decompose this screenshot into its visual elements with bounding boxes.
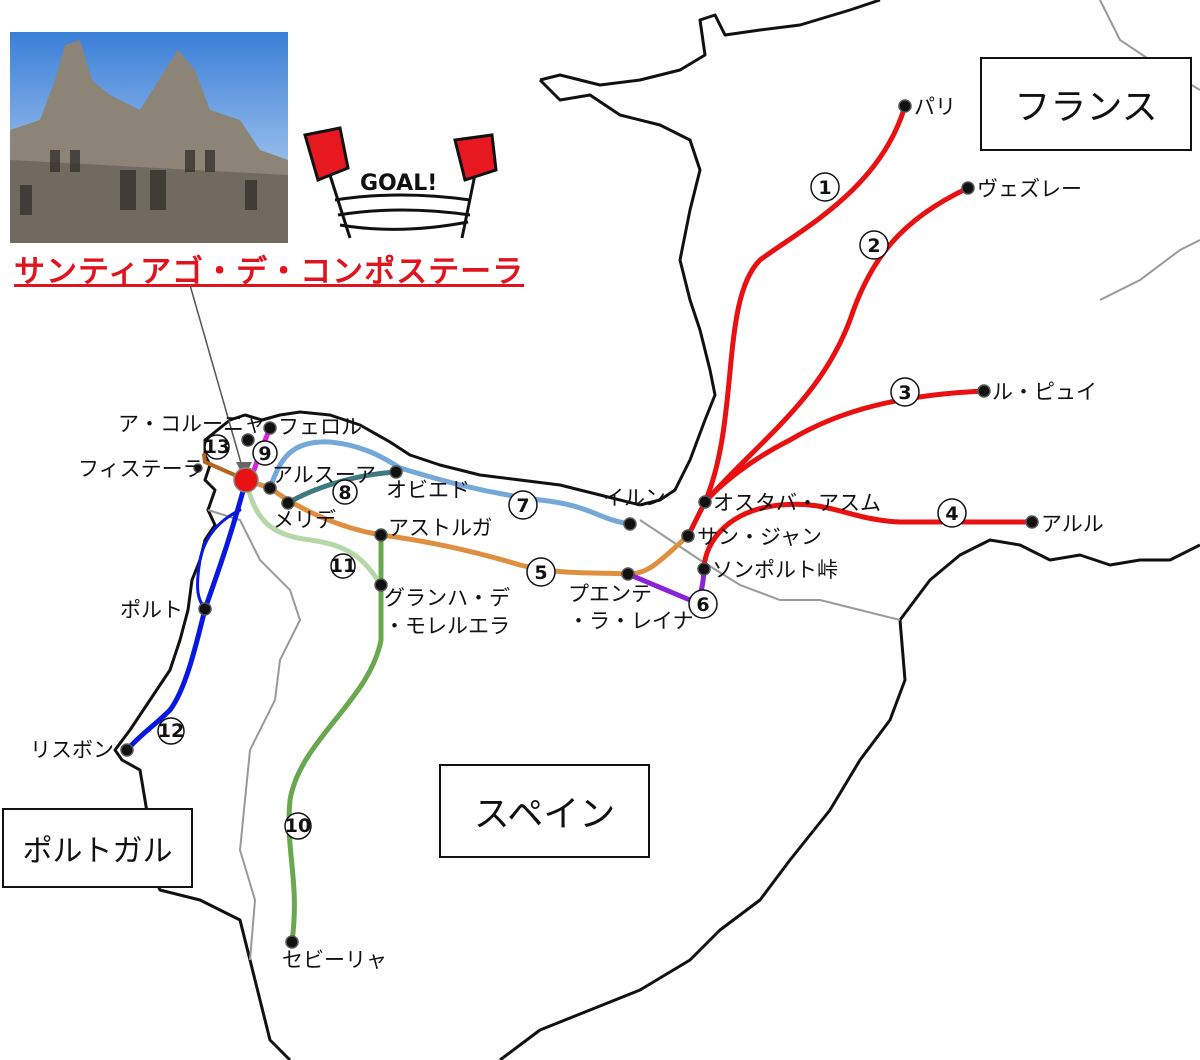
point-stjean[interactable]: [681, 529, 695, 543]
label-somport: ソンポルト峠: [712, 558, 838, 582]
point-santiago[interactable]: [233, 467, 259, 493]
label-ferrol: フェロル: [278, 415, 362, 439]
route-11[interactable]: [243, 477, 384, 588]
places: [120, 99, 1039, 949]
point-somport[interactable]: [697, 562, 711, 576]
point-ferrol[interactable]: [263, 421, 277, 435]
svg-text:11: 11: [330, 555, 356, 577]
label-oviedo: オビエド: [386, 478, 470, 502]
point-puente[interactable]: [621, 567, 635, 581]
svg-text:12: 12: [158, 720, 184, 742]
country-box-france: フランス: [980, 57, 1192, 151]
svg-text:8: 8: [338, 482, 351, 504]
route-number-13: 13: [204, 434, 230, 460]
label-paris: パリ: [914, 95, 956, 119]
label-puente-2: ・ラ・レイナ: [568, 609, 694, 633]
svg-text:7: 7: [516, 495, 529, 517]
route-number-12: 12: [157, 717, 185, 745]
point-irun[interactable]: [623, 517, 637, 531]
svg-text:2: 2: [867, 235, 880, 257]
point-melide[interactable]: [281, 496, 295, 510]
label-ostabat: オスタバ・アスム: [713, 491, 881, 515]
svg-text:3: 3: [898, 382, 911, 404]
point-lisbon[interactable]: [120, 743, 134, 757]
label-arles: アルル: [1041, 512, 1104, 536]
place-labels: パリ ヴェズレー ル・ピュイ アルル オスタバ・アスム サン・ジャン ソンポルト…: [30, 95, 1104, 972]
svg-text:1: 1: [818, 177, 831, 199]
label-lepuy: ル・ピュイ: [992, 380, 1097, 404]
label-irun: イルン: [603, 486, 666, 510]
pointer-line: [189, 284, 244, 471]
label-lisbon: リスボン: [30, 738, 114, 762]
route-3[interactable]: [702, 388, 987, 505]
svg-text:5: 5: [534, 562, 547, 584]
goal-text: GOAL!: [360, 171, 437, 196]
point-ostabat[interactable]: [698, 495, 712, 509]
svg-text:9: 9: [258, 443, 271, 465]
point-porto[interactable]: [198, 602, 212, 616]
point-acoruna[interactable]: [241, 433, 255, 447]
routes: [124, 103, 1035, 945]
route-13[interactable]: [202, 453, 248, 482]
label-porto: ポルト: [120, 598, 183, 622]
label-acoruna: ア・コルーニャ: [118, 412, 265, 436]
svg-text:4: 4: [945, 503, 958, 525]
route-number-3: 3: [890, 377, 920, 407]
route-numbers: 1 2 3 4 5 6 7 8 9 10 11 12 13: [157, 172, 967, 840]
label-astorga: アストルガ: [388, 516, 492, 540]
point-granja[interactable]: [374, 578, 388, 592]
country-box-portugal: ポルトガル: [2, 808, 193, 888]
route-5[interactable]: [243, 477, 691, 577]
point-paris[interactable]: [898, 99, 912, 113]
point-arles[interactable]: [1025, 515, 1039, 529]
label-granja-2: ・モレルエラ: [384, 614, 510, 638]
route-7[interactable]: [267, 439, 633, 527]
country-box-spain: スペイン: [439, 764, 650, 858]
point-arzua[interactable]: [263, 481, 277, 495]
route-number-8: 8: [332, 479, 358, 505]
label-puente-1: プエンテ: [568, 582, 652, 606]
point-oviedo[interactable]: [389, 465, 403, 479]
route-number-9: 9: [252, 440, 278, 466]
route-4[interactable]: [701, 501, 1035, 572]
route-number-2: 2: [859, 230, 889, 260]
label-melide: メリデ: [273, 508, 336, 532]
route-number-7: 7: [508, 490, 538, 520]
label-vezelay: ヴェズレー: [977, 177, 1082, 201]
label-finisterre: フィステーラ: [78, 457, 204, 481]
point-astorga[interactable]: [374, 528, 388, 542]
label-sevilla: セビーリャ: [282, 948, 387, 972]
svg-text:6: 6: [696, 594, 709, 616]
cathedral-photo: [10, 32, 288, 243]
route-number-4: 4: [937, 498, 967, 528]
point-vezelay[interactable]: [961, 181, 975, 195]
route-number-1: 1: [810, 172, 840, 202]
svg-text:13: 13: [204, 436, 230, 458]
route-8[interactable]: [285, 469, 399, 506]
point-lepuy[interactable]: [977, 384, 991, 398]
label-granja-1: グランハ・デ: [384, 586, 510, 610]
route-2[interactable]: [702, 185, 971, 505]
label-stjean: サン・ジャン: [697, 525, 822, 549]
label-arzua: アルスーア: [272, 463, 376, 487]
route-12-alt[interactable]: [196, 508, 242, 611]
point-sevilla[interactable]: [285, 935, 299, 949]
route-number-10: 10: [284, 812, 312, 840]
route-number-5: 5: [526, 557, 556, 587]
point-finisterre[interactable]: [193, 463, 203, 473]
route-number-11: 11: [330, 553, 356, 579]
goal-flags-illustration: GOAL!: [303, 126, 498, 239]
route-12[interactable]: [124, 477, 249, 753]
svg-text:10: 10: [285, 815, 311, 837]
route-1[interactable]: [685, 103, 908, 539]
route-10[interactable]: [286, 532, 384, 945]
route-number-6: 6: [688, 589, 718, 619]
destination-title: サンティアゴ・デ・コンポステーラ: [14, 254, 525, 290]
